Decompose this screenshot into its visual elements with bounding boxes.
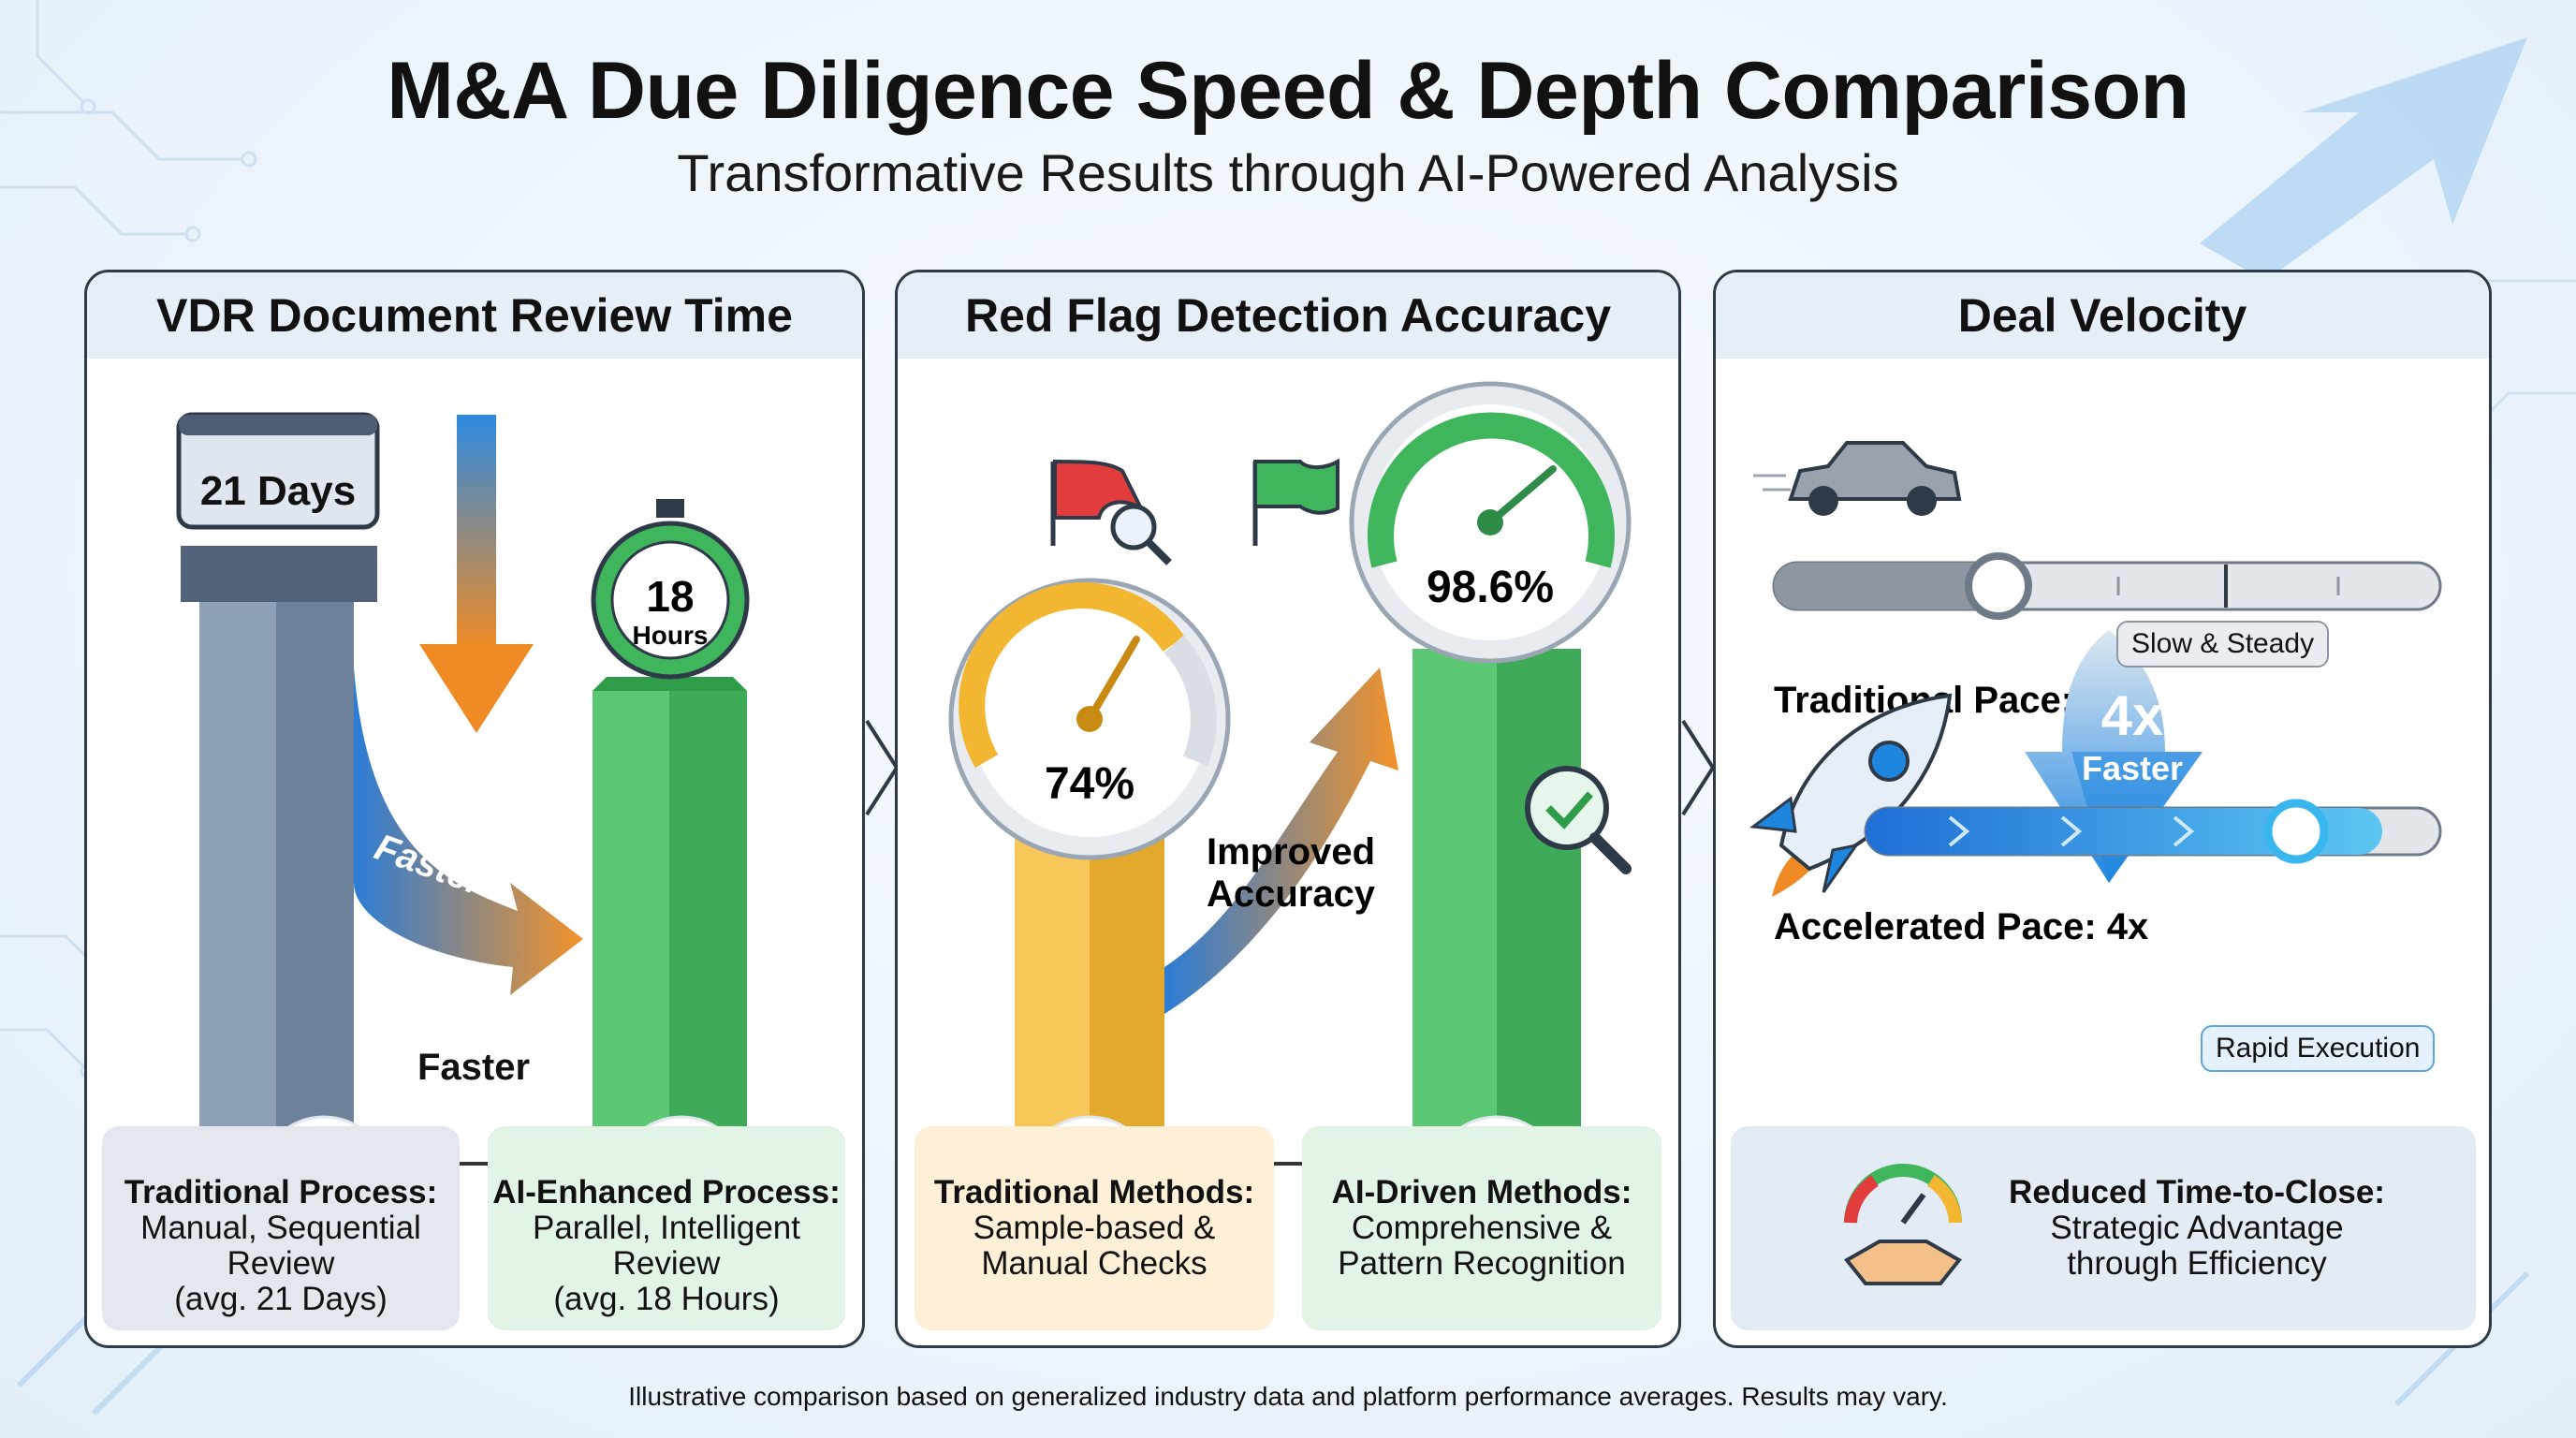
accuracy-chart: 74% Improved Accuracy 98.6% bbox=[948, 381, 1632, 1250]
rapid-execution-tag: Rapid Execution bbox=[2201, 1025, 2436, 1072]
panel-review-time: VDR Document Review Time 21 Days bbox=[84, 270, 865, 1348]
traditional-methods-caption: Traditional Methods: Sample-based & Manu… bbox=[915, 1126, 1274, 1330]
page-subtitle: Transformative Results through AI-Powere… bbox=[677, 143, 1899, 202]
green-flag-icon bbox=[1252, 458, 1339, 546]
stopwatch-icon bbox=[591, 499, 750, 680]
improved-label: Improved bbox=[1207, 831, 1375, 873]
ai-accuracy-value: 98.6% bbox=[1427, 563, 1554, 612]
slow-track-knob bbox=[1965, 552, 2032, 620]
multiplier-label: Faster bbox=[2082, 749, 2183, 787]
faster-arrow-icon bbox=[354, 668, 583, 995]
calendar-icon bbox=[176, 412, 380, 530]
ai-hours-unit: Hours bbox=[633, 621, 709, 650]
multiplier-value: 4x bbox=[2101, 684, 2164, 747]
panel-title: VDR Document Review Time bbox=[87, 272, 862, 359]
ai-process-caption: AI-Enhanced Process: Parallel, Intellige… bbox=[488, 1126, 845, 1330]
panel-title: Red Flag Detection Accuracy bbox=[898, 272, 1678, 359]
improved-arrow-icon bbox=[1164, 668, 1398, 1014]
traditional-days-badge: 21 Days bbox=[200, 468, 356, 514]
panel-red-flag-accuracy: Red Flag Detection Accuracy 74% bbox=[895, 270, 1681, 1348]
ai-gauge-icon bbox=[1349, 381, 1632, 664]
panel-title: Deal Velocity bbox=[1716, 272, 2489, 359]
rocket-icon bbox=[1749, 693, 1953, 897]
velocity-chart: Traditional Pace: 1x 4x Faster Accelerat… bbox=[1749, 441, 2442, 947]
panel-deal-velocity: Deal Velocity Traditional Pace: 1x 4x bbox=[1713, 270, 2492, 1348]
footnote: Illustrative comparison based on general… bbox=[628, 1382, 1948, 1411]
time-to-close-summary: Reduced Time-to-Close: Strategic Advanta… bbox=[1731, 1126, 2476, 1330]
down-arrow-icon bbox=[419, 415, 534, 733]
traditional-gauge-icon bbox=[948, 578, 1231, 860]
handshake-gauge-icon bbox=[1843, 1164, 1963, 1285]
traditional-accuracy-value: 74% bbox=[1045, 759, 1134, 809]
ai-hours-value: 18 bbox=[646, 572, 694, 621]
ai-methods-caption: AI-Driven Methods: Comprehensive & Patte… bbox=[1302, 1126, 1661, 1330]
accuracy-label: Accuracy bbox=[1207, 873, 1376, 915]
fast-track-knob bbox=[2263, 799, 2329, 864]
car-icon bbox=[1753, 441, 1962, 516]
magnifier-check-icon bbox=[1525, 766, 1632, 874]
slow-steady-tag: Slow & Steady bbox=[2116, 621, 2330, 668]
red-flag-magnifier-icon bbox=[1050, 459, 1172, 565]
accelerated-pace-label: Accelerated Pace: 4x bbox=[1774, 906, 2148, 947]
traditional-process-caption: Traditional Process: Manual, Sequential … bbox=[102, 1126, 460, 1330]
page-title: M&A Due Diligence Speed & Depth Comparis… bbox=[387, 46, 2189, 136]
faster-label: Faster bbox=[417, 1047, 530, 1088]
